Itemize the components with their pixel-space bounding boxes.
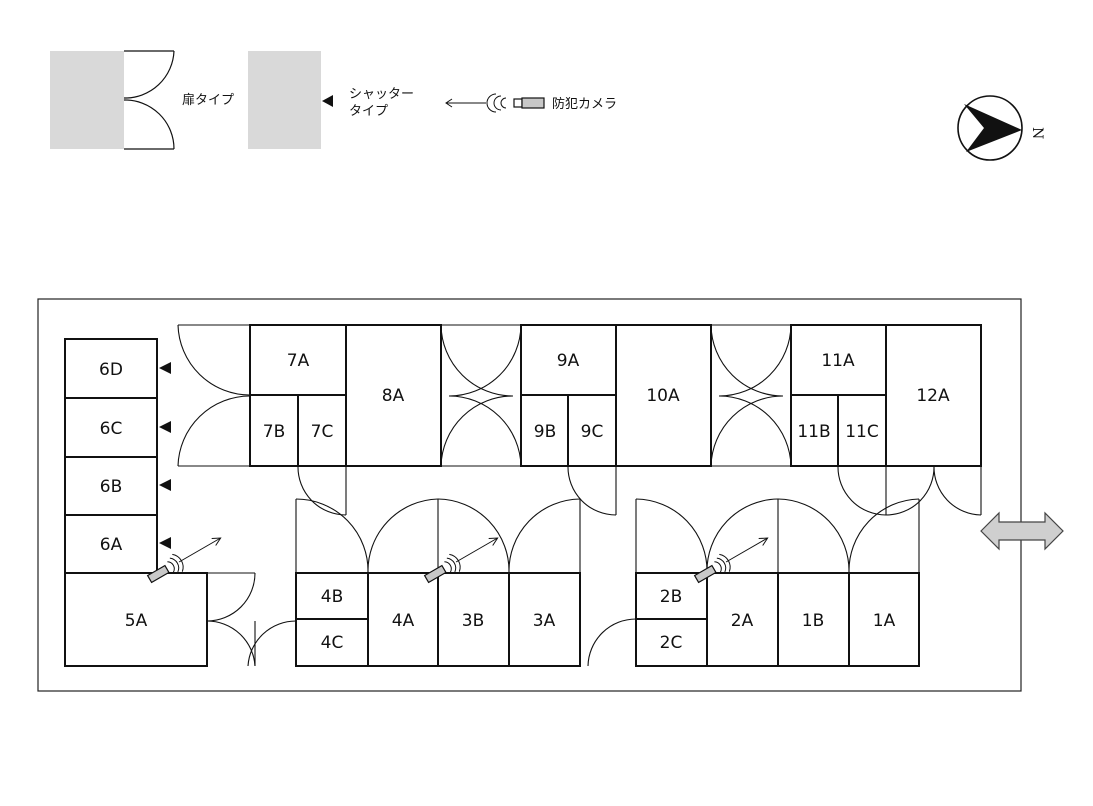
compass-north-label: N [1029, 127, 1045, 139]
legend-door-label: 扉タイプ [182, 92, 234, 108]
legend-shutter-swatch [248, 51, 321, 149]
legend-door-icon [123, 50, 175, 150]
unit-label: 2C [660, 633, 683, 653]
unit-label: 1A [873, 611, 896, 631]
unit-label: 6D [99, 360, 123, 380]
unit-2a [706, 572, 779, 667]
shutter-marker-icon [159, 479, 171, 491]
shutter-markers [159, 362, 171, 549]
unit-label: 7A [287, 351, 310, 371]
legend-shutter-label-2: タイプ [349, 104, 388, 119]
door-swings [177, 324, 982, 667]
unit-10a [615, 324, 712, 467]
unit-label: 7B [263, 422, 285, 442]
unit-label: 9A [557, 351, 580, 371]
legend: 扉タイプ シャッター タイプ 防犯カメラ [50, 50, 617, 150]
unit-label: 11A [821, 351, 855, 371]
shutter-marker-icon [322, 95, 333, 107]
unit-2c [635, 618, 708, 667]
unit-9b [520, 394, 569, 467]
unit-label: 2B [660, 587, 682, 607]
site-boundary [37, 298, 1022, 692]
unit-label: 1B [802, 611, 824, 631]
unit-label: 4C [321, 633, 344, 653]
unit-6a [64, 514, 158, 574]
legend-camera-label: 防犯カメラ [552, 96, 617, 112]
unit-label: 10A [646, 386, 680, 406]
shutter-marker-icon [159, 362, 171, 374]
unit-8a [345, 324, 442, 467]
unit-label: 5A [125, 611, 148, 631]
unit-label: 6A [100, 535, 123, 555]
unit-label: 6C [100, 419, 123, 439]
unit-2b [635, 572, 708, 620]
unit-1a [848, 572, 920, 667]
unit-6c [64, 397, 158, 458]
unit-1b [777, 572, 850, 667]
unit-label: 11C [845, 422, 879, 442]
unit-12a [885, 324, 982, 467]
unit-label: 7C [311, 422, 334, 442]
unit-label: 4A [392, 611, 415, 631]
compass: N [957, 95, 1045, 161]
legend-door-swatch [50, 51, 124, 149]
unit-label: 8A [382, 386, 405, 406]
unit-6b [64, 456, 158, 516]
unit-9a [520, 324, 617, 396]
unit-label: 11B [797, 422, 830, 442]
unit-label: 3A [533, 611, 556, 631]
unit-label: 9C [581, 422, 604, 442]
shutter-marker-icon [159, 421, 171, 433]
unit-9c [567, 394, 617, 467]
unit-4b [295, 572, 369, 620]
unit-5a [64, 572, 208, 667]
unit-3b [437, 572, 510, 667]
unit-label: 3B [462, 611, 484, 631]
unit-label: 4B [321, 587, 343, 607]
unit-label: 12A [916, 386, 950, 406]
compass-needle-icon [964, 104, 1022, 152]
unit-label: 6B [100, 477, 122, 497]
unit-label: 9B [534, 422, 556, 442]
legend-camera-icon [445, 93, 545, 113]
shutter-marker-icon [159, 537, 171, 549]
unit-4a [367, 572, 439, 667]
unit-label: 2A [731, 611, 754, 631]
entrance-double-arrow-icon [980, 511, 1064, 551]
legend-shutter-label-1: シャッター [349, 87, 414, 102]
unit-3a [508, 572, 581, 667]
